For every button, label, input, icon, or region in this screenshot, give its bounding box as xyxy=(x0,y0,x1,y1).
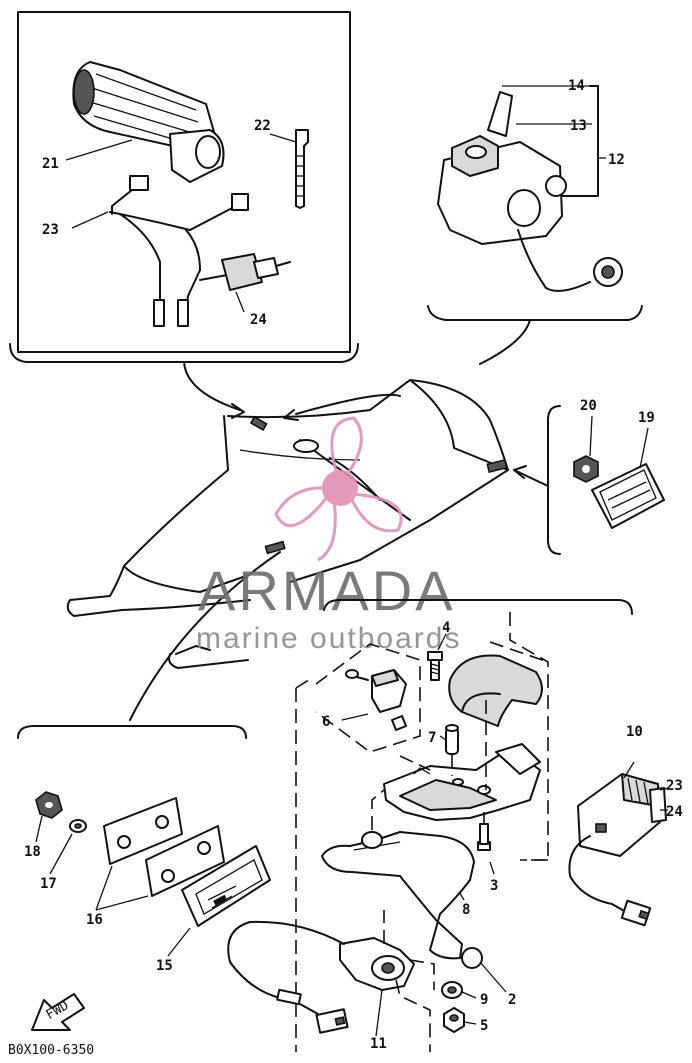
pin-part-7 xyxy=(445,724,459,755)
reflector-lens-part xyxy=(591,463,665,529)
callout-16: 16 xyxy=(86,912,103,928)
callout-17: 17 xyxy=(40,876,57,892)
hood-cowling-part xyxy=(66,379,509,721)
bolt-part-3 xyxy=(477,823,491,851)
switch-box-group xyxy=(427,85,643,365)
grip-part xyxy=(72,61,225,183)
plate-part-16a xyxy=(103,797,183,865)
callout-24: 24 xyxy=(250,312,267,328)
mount-bracket-part xyxy=(383,743,541,821)
callout-3: 3 xyxy=(490,878,498,894)
tie-strap-part xyxy=(295,129,309,209)
callout-12: 12 xyxy=(608,152,625,168)
washer-part-9 xyxy=(441,981,463,999)
callout-13: 13 xyxy=(570,118,587,134)
callout-6: 6 xyxy=(322,714,330,730)
armada-watermark: ARMADA marine outboards xyxy=(196,416,461,655)
watermark-brand: ARMADA xyxy=(198,559,456,622)
diagram-code: B0X100-6350 xyxy=(8,1043,94,1058)
callout-20: 20 xyxy=(580,398,597,414)
wire-harness-part xyxy=(109,175,249,327)
callout-9: 9 xyxy=(480,992,488,1008)
switch-box-part xyxy=(437,91,623,292)
lens-group xyxy=(513,405,665,555)
callout-2: 2 xyxy=(508,992,516,1008)
plate-part-16b xyxy=(145,825,225,897)
callout-22: 22 xyxy=(254,118,271,134)
plate-group xyxy=(17,725,271,957)
callout-numbers: 21 22 23 24 14 13 12 20 19 4 6 7 10 23 2… xyxy=(24,78,683,1052)
inset-grip-group xyxy=(9,11,359,419)
callout-14: 14 xyxy=(568,78,585,94)
toggle-switch-part xyxy=(221,253,291,291)
callout-23: 23 xyxy=(42,222,59,238)
lens-part-15 xyxy=(181,845,271,927)
lever-assembly-group xyxy=(227,599,669,1052)
callout-24b: 24 xyxy=(666,804,683,820)
callout-11: 11 xyxy=(370,1036,387,1052)
callout-19: 19 xyxy=(638,410,655,426)
callout-21: 21 xyxy=(42,156,59,172)
watermark-tagline: marine outboards xyxy=(196,622,461,655)
callout-8: 8 xyxy=(462,902,470,918)
washer-part-17 xyxy=(69,819,87,833)
callout-10: 10 xyxy=(626,724,643,740)
nut-part-5 xyxy=(443,1007,465,1033)
throttle-sensor-part xyxy=(227,920,415,1034)
callout-18: 18 xyxy=(24,844,41,860)
bolt-part-4 xyxy=(427,651,443,681)
clip-part-6 xyxy=(345,669,407,731)
callout-7: 7 xyxy=(428,730,436,746)
nut-part-18 xyxy=(35,791,63,819)
callout-5: 5 xyxy=(480,1018,488,1034)
throttle-lever-part xyxy=(321,831,475,960)
callout-15: 15 xyxy=(156,958,173,974)
propeller-logo xyxy=(274,416,403,562)
nut-part-20 xyxy=(573,455,599,483)
callout-4: 4 xyxy=(442,620,450,636)
fwd-arrow-icon: FWD xyxy=(31,993,85,1031)
control-unit-part xyxy=(577,773,667,857)
callout-23b: 23 xyxy=(666,778,683,794)
cover-part xyxy=(448,654,543,727)
